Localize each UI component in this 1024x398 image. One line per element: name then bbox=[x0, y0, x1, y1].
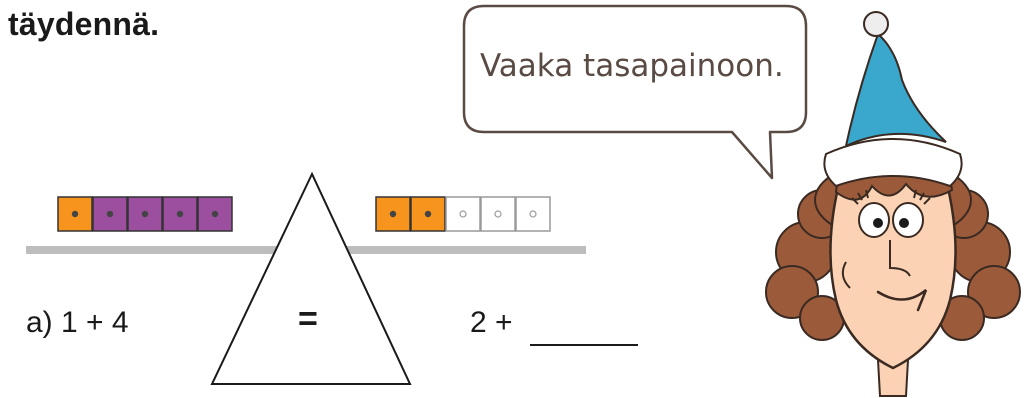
left-pan-blocks bbox=[58, 197, 232, 231]
answer-blank[interactable] bbox=[530, 344, 638, 346]
speech-bubble bbox=[464, 6, 806, 178]
hat bbox=[846, 34, 946, 146]
equals-sign: = bbox=[298, 300, 318, 339]
right-pan-empty-block-dot bbox=[460, 211, 466, 217]
left-pan-block-dot bbox=[142, 211, 148, 217]
equation-left-side: a) 1 + 4 bbox=[26, 306, 129, 340]
speech-bubble-text: Vaaka tasapainoon. bbox=[480, 48, 810, 84]
right-pan-empty-block-dot bbox=[495, 211, 501, 217]
left-pan-block-dot bbox=[212, 211, 218, 217]
left-pan-block-dot bbox=[72, 211, 78, 217]
right-pan-blocks bbox=[376, 197, 550, 231]
right-pan-empty-block-dot bbox=[530, 211, 536, 217]
face bbox=[830, 178, 955, 368]
right-pan-block-dot bbox=[425, 211, 431, 217]
left-pan-block-dot bbox=[177, 211, 183, 217]
hat-pompom bbox=[864, 12, 888, 36]
left-pan-block-dot bbox=[107, 211, 113, 217]
right-pan-block-dot bbox=[390, 211, 396, 217]
equation-right-side: 2 + bbox=[470, 306, 513, 340]
